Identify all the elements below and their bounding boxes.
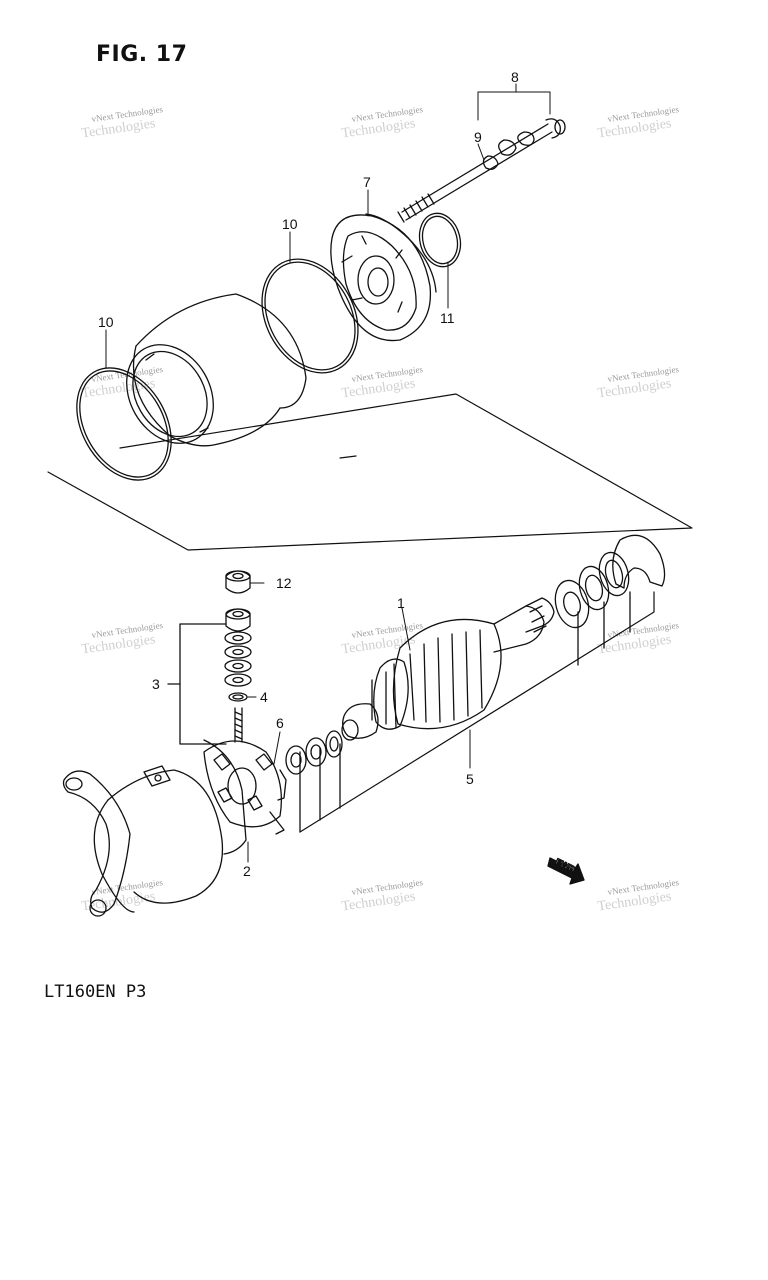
o-ring-small [418,212,462,268]
washer-set [285,534,666,775]
callout-4: 4 [260,689,268,705]
commutator-end-frame [62,739,247,917]
callout-numbers: 8 9 7 10 10 11 12 1 3 4 6 5 2 [98,69,519,879]
housing-group-dash [339,455,357,459]
o-ring-upper-inner [264,261,356,371]
watermark: Technologies vNext Technologies [597,877,680,914]
callout-7: 7 [363,174,371,190]
callout-10-lower: 10 [98,314,114,330]
callout-leaders [105,83,551,863]
housing-group-outline [47,393,693,551]
o-ring-lower [76,367,172,481]
yoke-housing [126,293,307,447]
fwd-direction-indicator: FWD [547,856,585,885]
callout-3: 3 [152,676,160,692]
watermark: Technologies vNext Technologies [341,620,424,657]
bracket-part-3 [179,623,227,745]
watermark: Technologies vNext Technologies [597,364,680,401]
callout-2: 2 [243,863,251,879]
o-ring-lower-inner [79,370,169,478]
armature [341,597,555,741]
o-ring-upper [261,258,359,374]
callout-9: 9 [474,129,482,145]
terminal-hardware [224,570,252,743]
watermark: Technologies vNext Technologies [341,877,424,914]
armature-group-outline [299,591,655,833]
watermarks: Technologies vNext Technologies Technolo… [81,104,680,914]
callout-1: 1 [397,595,405,611]
callout-10-upper: 10 [282,216,298,232]
watermark: Technologies vNext Technologies [81,104,164,141]
callout-12: 12 [276,575,292,591]
brush-holder [203,740,287,835]
end-cover [330,213,437,342]
watermark: Technologies vNext Technologies [597,620,680,657]
callout-6: 6 [276,715,284,731]
watermark: Technologies vNext Technologies [341,364,424,401]
callout-8: 8 [511,69,519,85]
figure-label: FIG. 17 [96,42,188,67]
watermark: Technologies vNext Technologies [81,620,164,657]
watermark: Technologies vNext Technologies [597,104,680,141]
through-bolt [397,118,566,223]
model-code: LT160EN P3 [44,982,147,1002]
o-ring-small-inner [421,215,459,265]
watermark: Technologies vNext Technologies [341,104,424,141]
callout-5: 5 [466,771,474,787]
callout-11: 11 [440,310,455,326]
